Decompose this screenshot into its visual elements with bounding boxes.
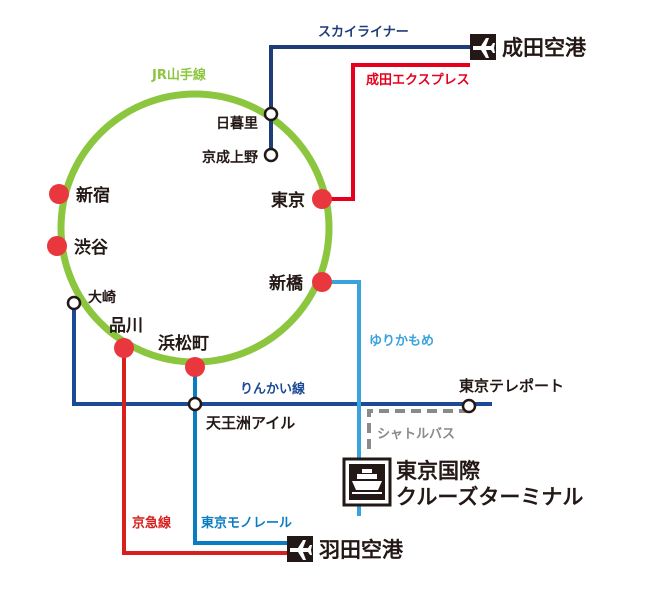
station-label-shibuya: 渋谷 <box>74 237 109 258</box>
station-dot-shinbashi <box>312 272 332 292</box>
station-dot-shinjuku <box>49 184 69 204</box>
station-ring-nippori <box>263 106 279 122</box>
station-ring-keisei-ueno <box>263 147 279 163</box>
ship-icon <box>352 469 382 494</box>
airplane-icon <box>290 540 312 560</box>
haneda-airport: 羽田空港 <box>287 536 404 562</box>
cruise-terminal: 東京国際 クルーズターミナル <box>342 457 583 509</box>
narita-airport: 成田空港 <box>470 34 587 60</box>
station-label-shinbashi: 新橋 <box>269 273 304 294</box>
station-ring-tokyo-teleport <box>461 398 477 414</box>
line-label-shuttle-bus: シャトルバス <box>377 427 455 442</box>
destination-cruise-line1: 東京国際 <box>396 459 481 483</box>
station-dot-shinagawa <box>114 338 134 358</box>
station-label-tokyo-teleport: 東京テレポート <box>459 377 564 395</box>
shuttle-bus-line <box>367 409 469 452</box>
station-label-hamamatsucho: 浜松町 <box>158 333 209 354</box>
line-label-yamanote: JR山手線 <box>151 67 207 83</box>
line-label-skyliner: スカイライナー <box>318 25 409 40</box>
keikyu-line <box>122 348 287 555</box>
station-label-shinagawa: 品川 <box>109 316 143 336</box>
station-label-shinjuku: 新宿 <box>76 185 110 206</box>
station-label-keisei-ueno: 京成上野 <box>202 149 258 166</box>
destination-narita: 成田空港 <box>502 36 587 60</box>
station-label-tennozu-isle: 天王洲アイル <box>206 414 295 432</box>
line-label-yurikamome: ゆりかもめ <box>369 334 434 349</box>
station-label-nippori: 日暮里 <box>216 115 258 132</box>
station-ring-tennozu-isle <box>187 396 203 412</box>
airplane-icon <box>473 38 495 58</box>
station-dot-shibuya <box>47 236 67 256</box>
station-label-osaki: 大崎 <box>88 289 116 306</box>
monorail-line <box>193 367 287 545</box>
rinkai-line <box>72 303 492 406</box>
line-label-monorail: 東京モノレール <box>201 515 292 531</box>
yurikamome-line <box>322 280 361 516</box>
line-label-rinkai: りんかい線 <box>240 381 306 397</box>
narita-express-line <box>322 63 470 201</box>
destination-cruise-line2: クルーズターミナル <box>396 485 583 509</box>
yamanote-line <box>57 90 333 366</box>
station-dot-hamamatsucho <box>185 357 205 377</box>
station-label-tokyo: 東京 <box>271 190 305 211</box>
station-ring-osaki <box>66 295 82 311</box>
destination-haneda: 羽田空港 <box>319 538 404 562</box>
line-label-narita-express: 成田エクスプレス <box>366 72 470 88</box>
line-label-keikyu: 京急線 <box>132 515 172 531</box>
station-dot-tokyo <box>312 189 332 209</box>
